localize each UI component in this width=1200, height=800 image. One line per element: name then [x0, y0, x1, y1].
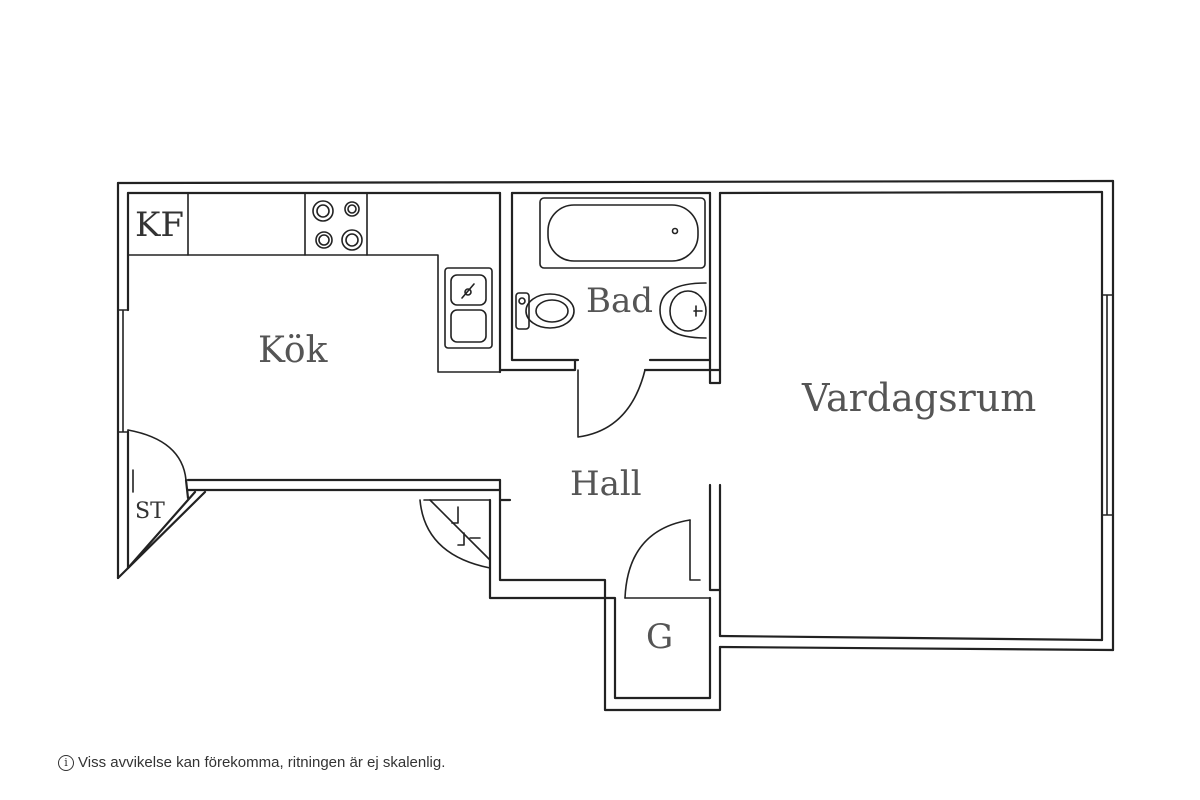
room-label-vardagsrum: Vardagsrum [802, 376, 1037, 420]
room-label-g: G [646, 617, 674, 657]
door-swing-icon [624, 519, 691, 599]
room-label-kok: Kök [258, 330, 328, 371]
kitchen-counter [127, 191, 502, 374]
bathroom-walls [498, 191, 722, 438]
washbasin-icon [659, 282, 707, 339]
stove-icon [312, 200, 363, 251]
hall-walls [488, 483, 722, 712]
stairs-icon [419, 499, 491, 569]
disclaimer-text: Viss avvikelse kan förekomma, ritningen … [78, 754, 446, 771]
toilet-icon [515, 292, 575, 330]
disclaimer: i Viss avvikelse kan förekomma, ritninge… [58, 754, 445, 771]
room-label-kf: KF [135, 205, 184, 245]
kitchen-hall-wall [116, 429, 512, 580]
door-swing-icon [577, 369, 646, 438]
door-swing-icon [127, 429, 187, 481]
outer-walls [116, 179, 1115, 652]
room-label-bad: Bad [586, 281, 654, 321]
room-label-st: ST [135, 499, 165, 524]
room-label-hall: Hall [570, 464, 642, 504]
bathtub-icon [539, 197, 706, 269]
sink-icon [444, 267, 493, 349]
info-icon: i [58, 754, 74, 771]
